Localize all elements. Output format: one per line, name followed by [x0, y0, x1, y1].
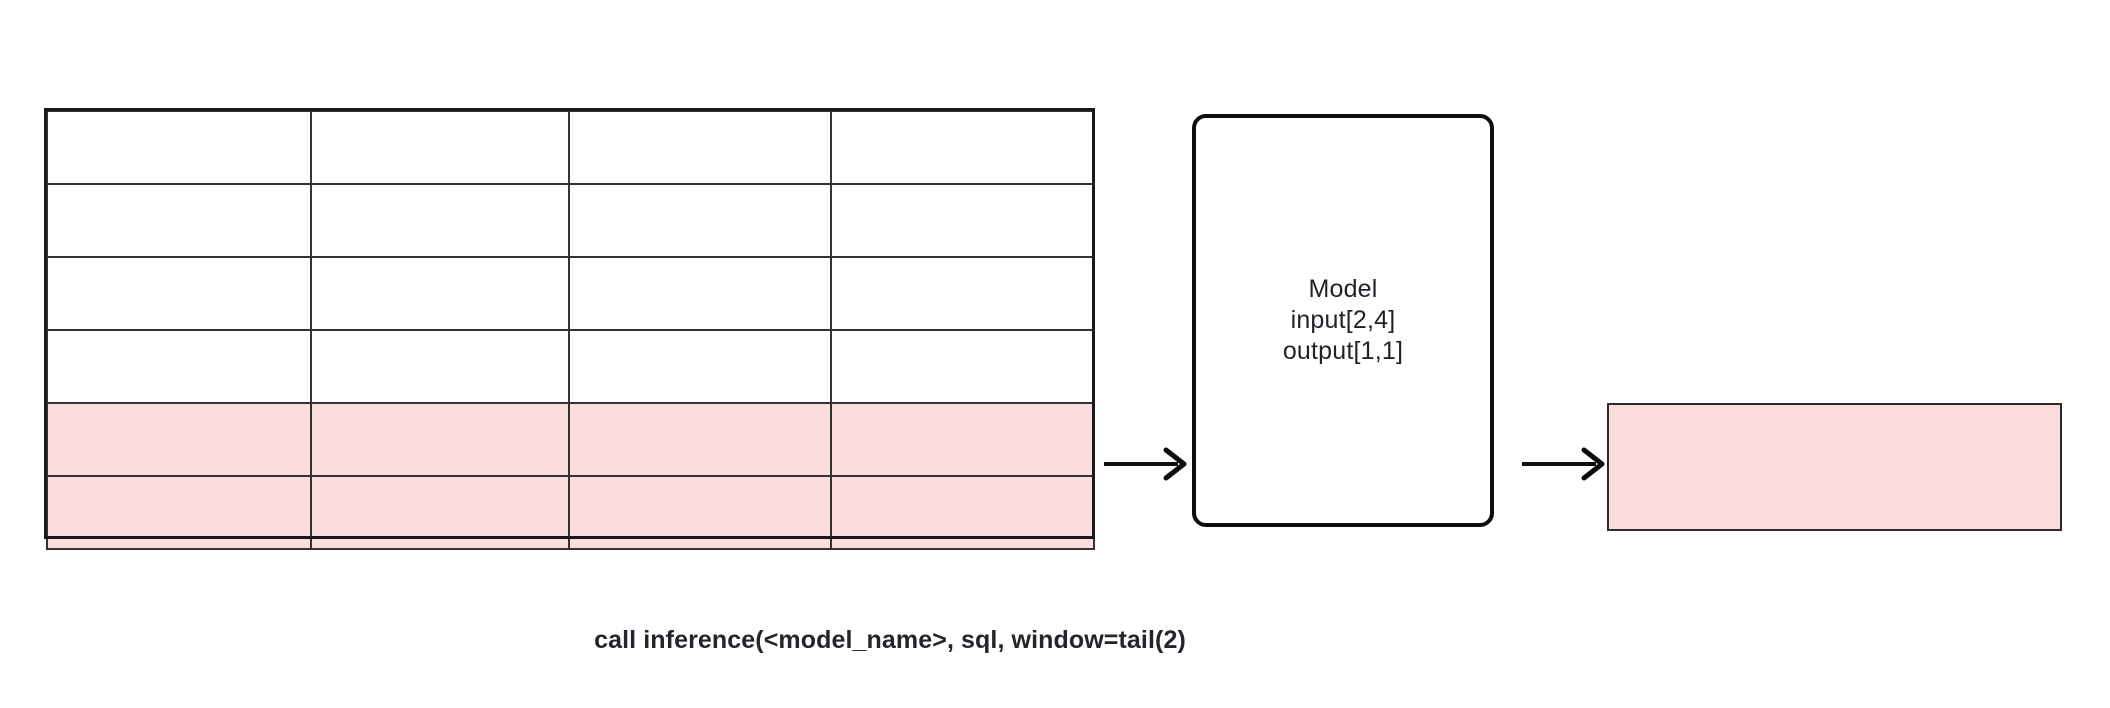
table-cell [310, 183, 570, 258]
table-cell [830, 110, 1095, 185]
table-cell [830, 183, 1095, 258]
table-cell [310, 256, 570, 331]
table-row [46, 183, 1095, 258]
table-cell [310, 110, 570, 185]
table-row [46, 329, 1095, 404]
arrow-right-icon-model-to-output [1522, 444, 1608, 484]
input-data-table [46, 110, 1095, 550]
table-row-highlighted [46, 475, 1095, 550]
model-name-label: Model [1308, 274, 1378, 303]
table-cell [568, 475, 832, 550]
inference-output-box [1607, 403, 2062, 531]
table-cell [46, 475, 312, 550]
table-cell [310, 402, 570, 477]
table-cell [46, 402, 312, 477]
table-cell [46, 183, 312, 258]
model-input-shape-label: input[2,4] [1290, 305, 1396, 334]
diagram-caption: call inference(<model_name>, sql, window… [594, 626, 1186, 654]
model-box: Model input[2,4] output[1,1] [1192, 114, 1494, 527]
table-cell [46, 329, 312, 404]
table-cell [568, 183, 832, 258]
model-box-text: Model input[2,4] output[1,1] [1283, 274, 1403, 368]
table-cell [568, 110, 832, 185]
table-cell [46, 256, 312, 331]
table-cell [310, 329, 570, 404]
table-row [46, 256, 1095, 331]
table-cell [310, 475, 570, 550]
arrow-right-icon-table-to-model [1104, 444, 1190, 484]
table-cell [830, 256, 1095, 331]
table-row [46, 110, 1095, 185]
table-cell [830, 329, 1095, 404]
table-cell [830, 475, 1095, 550]
table-row-highlighted [46, 402, 1095, 477]
table-cell [568, 402, 832, 477]
table-cell [830, 402, 1095, 477]
table-cell [46, 110, 312, 185]
table-cell [568, 256, 832, 331]
table-cell [568, 329, 832, 404]
model-output-shape-label: output[1,1] [1282, 337, 1404, 366]
